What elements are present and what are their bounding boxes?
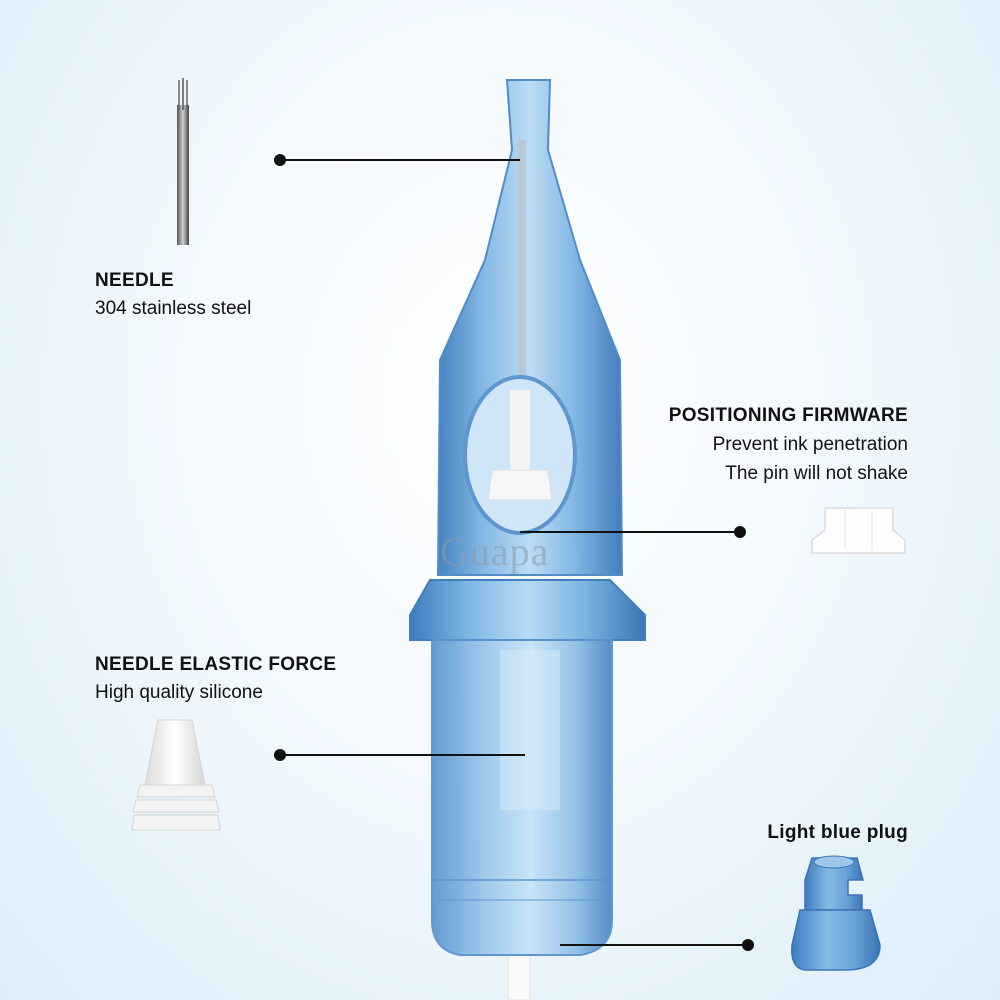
plug-leader-line (560, 939, 754, 951)
needle-leader-line (274, 154, 520, 166)
positioning-title: POSITIONING FIRMWARE (668, 405, 908, 426)
positioning-firmware-icon (811, 507, 906, 554)
watermark-text: Guapa (440, 529, 550, 574)
plug-title: Light blue plug (767, 822, 908, 843)
cartridge-illustration (409, 79, 646, 1000)
plug-icon (791, 855, 881, 971)
elastic-leader-line (274, 749, 525, 761)
silicone-cone-icon (131, 719, 221, 831)
elastic-subtitle: High quality silicone (95, 682, 263, 703)
needle-icon (177, 78, 189, 245)
positioning-leader-line (520, 526, 746, 538)
needle-subtitle: 304 stainless steel (95, 298, 252, 319)
needle-title: NEEDLE (95, 270, 174, 291)
positioning-line1: Prevent ink penetration (712, 434, 908, 455)
positioning-line2: The pin will not shake (725, 463, 908, 484)
elastic-title: NEEDLE ELASTIC FORCE (95, 654, 337, 675)
